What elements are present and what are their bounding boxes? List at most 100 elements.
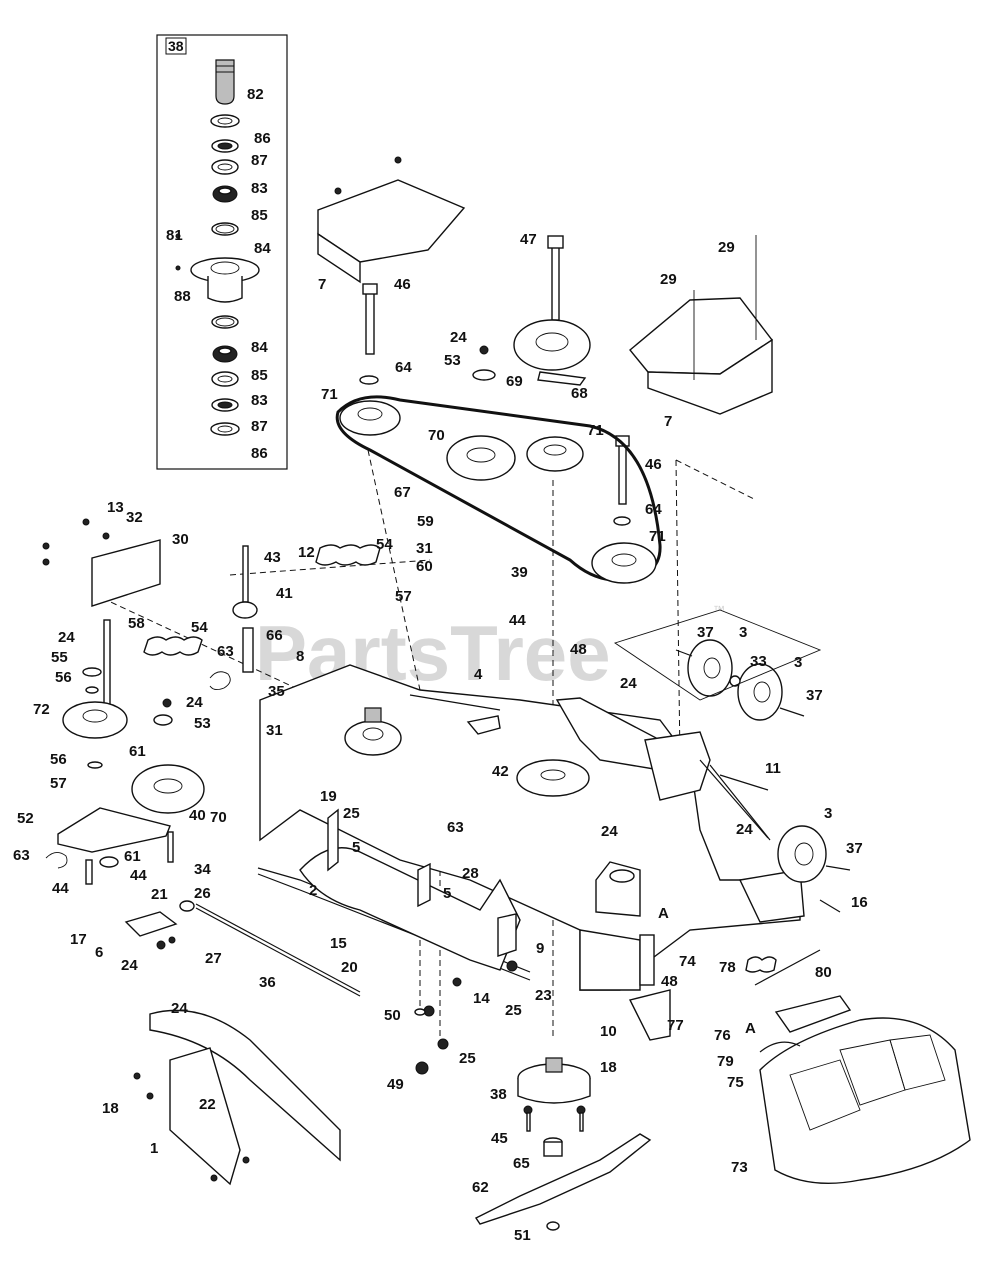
callout-57: 57	[50, 775, 67, 792]
callout-13: 13	[107, 499, 124, 516]
callout-86: 86	[254, 130, 271, 147]
gauge-wheels	[613, 609, 851, 883]
callout-25: 25	[505, 1002, 522, 1019]
callout-3: 3	[824, 805, 832, 822]
callout-9: 9	[536, 940, 544, 957]
callout-54: 54	[376, 536, 393, 553]
callout-7: 7	[318, 276, 326, 293]
callout-28: 28	[462, 865, 479, 882]
callout-4: 4	[474, 666, 483, 683]
callout-59: 59	[417, 513, 434, 530]
belt-cover-left	[317, 156, 466, 284]
callout-56: 56	[55, 669, 72, 686]
callout-86: 86	[251, 445, 268, 462]
callout-48: 48	[661, 973, 678, 990]
callout-11: 11	[765, 760, 781, 777]
callout-55: 55	[51, 649, 68, 666]
callout-84: 84	[251, 339, 268, 356]
callout-24: 24	[58, 629, 75, 646]
callout-27: 27	[205, 950, 222, 967]
callout-12: 12	[298, 544, 315, 561]
callout-53: 53	[194, 715, 211, 732]
callout-24: 24	[450, 329, 467, 346]
callout-65: 65	[513, 1155, 530, 1172]
callout-8: 8	[296, 648, 304, 665]
callout-35: 35	[268, 683, 285, 700]
lift-rods	[124, 694, 531, 1075]
discharge-chute	[628, 949, 971, 1184]
callout-79: 79	[717, 1053, 734, 1070]
callout-63: 63	[217, 643, 234, 660]
callout-70: 70	[428, 427, 445, 444]
callout-29: 29	[718, 239, 735, 256]
callout-53: 53	[444, 352, 461, 369]
callout-6: 6	[95, 944, 103, 961]
callout-88: 88	[174, 288, 191, 305]
callout-44: 44	[130, 867, 147, 884]
callout-7: 7	[664, 413, 672, 430]
callout-71: 71	[321, 386, 338, 403]
spindle-blade-assembly	[474, 1057, 652, 1231]
callout-A: A	[745, 1020, 756, 1037]
callout-21: 21	[151, 886, 168, 903]
callout-69: 69	[506, 373, 523, 390]
drive-belt	[335, 395, 662, 582]
callout-70: 70	[210, 809, 227, 826]
callout-34: 34	[194, 861, 211, 878]
callout-44: 44	[509, 612, 526, 629]
callout-46: 46	[394, 276, 411, 293]
callout-24: 24	[121, 957, 138, 974]
callout-77: 77	[667, 1017, 684, 1034]
callout-71: 71	[649, 528, 666, 545]
callout-38: 38	[490, 1086, 507, 1103]
callout-labels: 82 86 87 83 85 84 81 88 84 85 83 87 86 7…	[13, 86, 868, 1244]
callout-24: 24	[186, 694, 203, 711]
callout-51: 51	[514, 1227, 531, 1244]
callout-40: 40	[189, 807, 206, 824]
callout-81: 81	[166, 227, 183, 244]
callout-15: 15	[330, 935, 347, 952]
callout-10: 10	[600, 1023, 617, 1040]
callout-24: 24	[171, 1000, 188, 1017]
callout-29: 29	[660, 271, 677, 288]
callout-82: 82	[247, 86, 264, 103]
callout-63: 63	[13, 847, 30, 864]
callout-18: 18	[600, 1059, 617, 1076]
callout-68: 68	[571, 385, 588, 402]
callout-60: 60	[416, 558, 433, 575]
left-bracket-assembly	[42, 518, 381, 885]
callout-50: 50	[384, 1007, 401, 1024]
callout-58: 58	[128, 615, 145, 632]
callout-41: 41	[276, 585, 293, 602]
callout-30: 30	[172, 531, 189, 548]
callout-33: 33	[750, 653, 767, 670]
callout-24: 24	[736, 821, 753, 838]
callout-37: 37	[697, 624, 714, 641]
callout-49: 49	[387, 1076, 404, 1093]
callout-67: 67	[394, 484, 411, 501]
callout-71: 71	[587, 422, 604, 439]
deck-edge-baffle	[133, 1009, 341, 1186]
callout-45: 45	[491, 1130, 508, 1147]
callout-64: 64	[395, 359, 412, 376]
callout-14: 14	[473, 990, 490, 1007]
callout-20: 20	[341, 959, 358, 976]
callout-83: 83	[251, 180, 268, 197]
callout-84: 84	[254, 240, 271, 257]
deck-right-arm	[555, 697, 841, 986]
callout-42: 42	[492, 763, 509, 780]
callout-2: 2	[309, 882, 317, 899]
callout-25: 25	[343, 805, 360, 822]
callout-25: 25	[459, 1050, 476, 1067]
spindle-detail-inset: 38	[156, 34, 288, 470]
idler-pulleys	[339, 319, 657, 584]
callout-3: 3	[739, 624, 747, 641]
callout-26: 26	[194, 885, 211, 902]
callout-37: 37	[806, 687, 823, 704]
callout-87: 87	[251, 152, 268, 169]
callout-83: 83	[251, 392, 268, 409]
callout-85: 85	[251, 367, 268, 384]
callout-64: 64	[645, 501, 662, 518]
